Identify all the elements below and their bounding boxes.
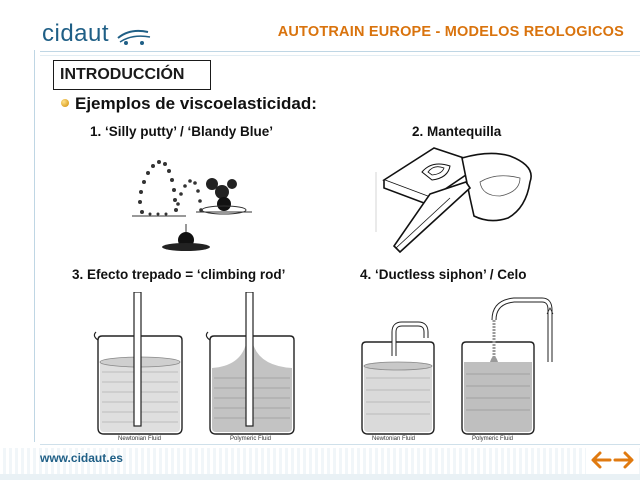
- header-divider-light: [40, 55, 640, 56]
- section-subtitle: Ejemplos de viscoelasticidad:: [75, 94, 317, 113]
- footer-url[interactable]: www.cidaut.es: [40, 451, 123, 465]
- ductless-siphon-figure: Newtonian Fluid Polymeric Fluid: [361, 297, 554, 442]
- header-divider: [40, 51, 640, 52]
- bullet-icon: [61, 99, 69, 107]
- polymeric-label-fig3: Polymeric Fluid: [230, 436, 271, 442]
- section-heading-box: INTRODUCCIÓN: [53, 60, 211, 90]
- newtonian-label-fig4: Newtonian Fluid: [372, 436, 415, 442]
- section-heading: INTRODUCCIÓN: [60, 66, 185, 83]
- polymeric-label-fig4: Polymeric Fluid: [472, 436, 513, 442]
- example-caption-2: 2. Mantequilla: [412, 124, 502, 139]
- butter-figure: [375, 147, 532, 254]
- footer-band-lower: [0, 474, 640, 480]
- next-slide-button[interactable]: [613, 450, 635, 470]
- arrow-left-icon: [591, 451, 612, 469]
- logo-swoosh-icon: [117, 29, 151, 45]
- newtonian-label-fig3: Newtonian Fluid: [118, 436, 161, 442]
- climbing-rod-figure: Newtonian Fluid Polymeric Fluid: [93, 292, 295, 442]
- left-margin-line: [34, 50, 35, 442]
- example-caption-1: 1. ‘Silly putty’ / ‘Blandy Blue’: [90, 124, 274, 139]
- cidaut-logo: cidaut: [42, 20, 110, 47]
- example-caption-4: 4. ‘Ductless siphon’ / Celo: [360, 267, 527, 282]
- arrow-right-icon: [613, 451, 634, 469]
- footer-divider: [40, 444, 640, 445]
- prev-slide-button[interactable]: [590, 450, 612, 470]
- footer-band: [0, 448, 640, 474]
- slide-header: cidaut AUTOTRAIN EUROPE - MODELOS REOLOG…: [0, 0, 640, 52]
- example-caption-3: 3. Efecto trepado = ‘climbing rod’: [72, 267, 286, 282]
- silly-putty-figure: [132, 160, 252, 251]
- slide-title: AUTOTRAIN EUROPE - MODELOS REOLOGICOS: [277, 24, 624, 40]
